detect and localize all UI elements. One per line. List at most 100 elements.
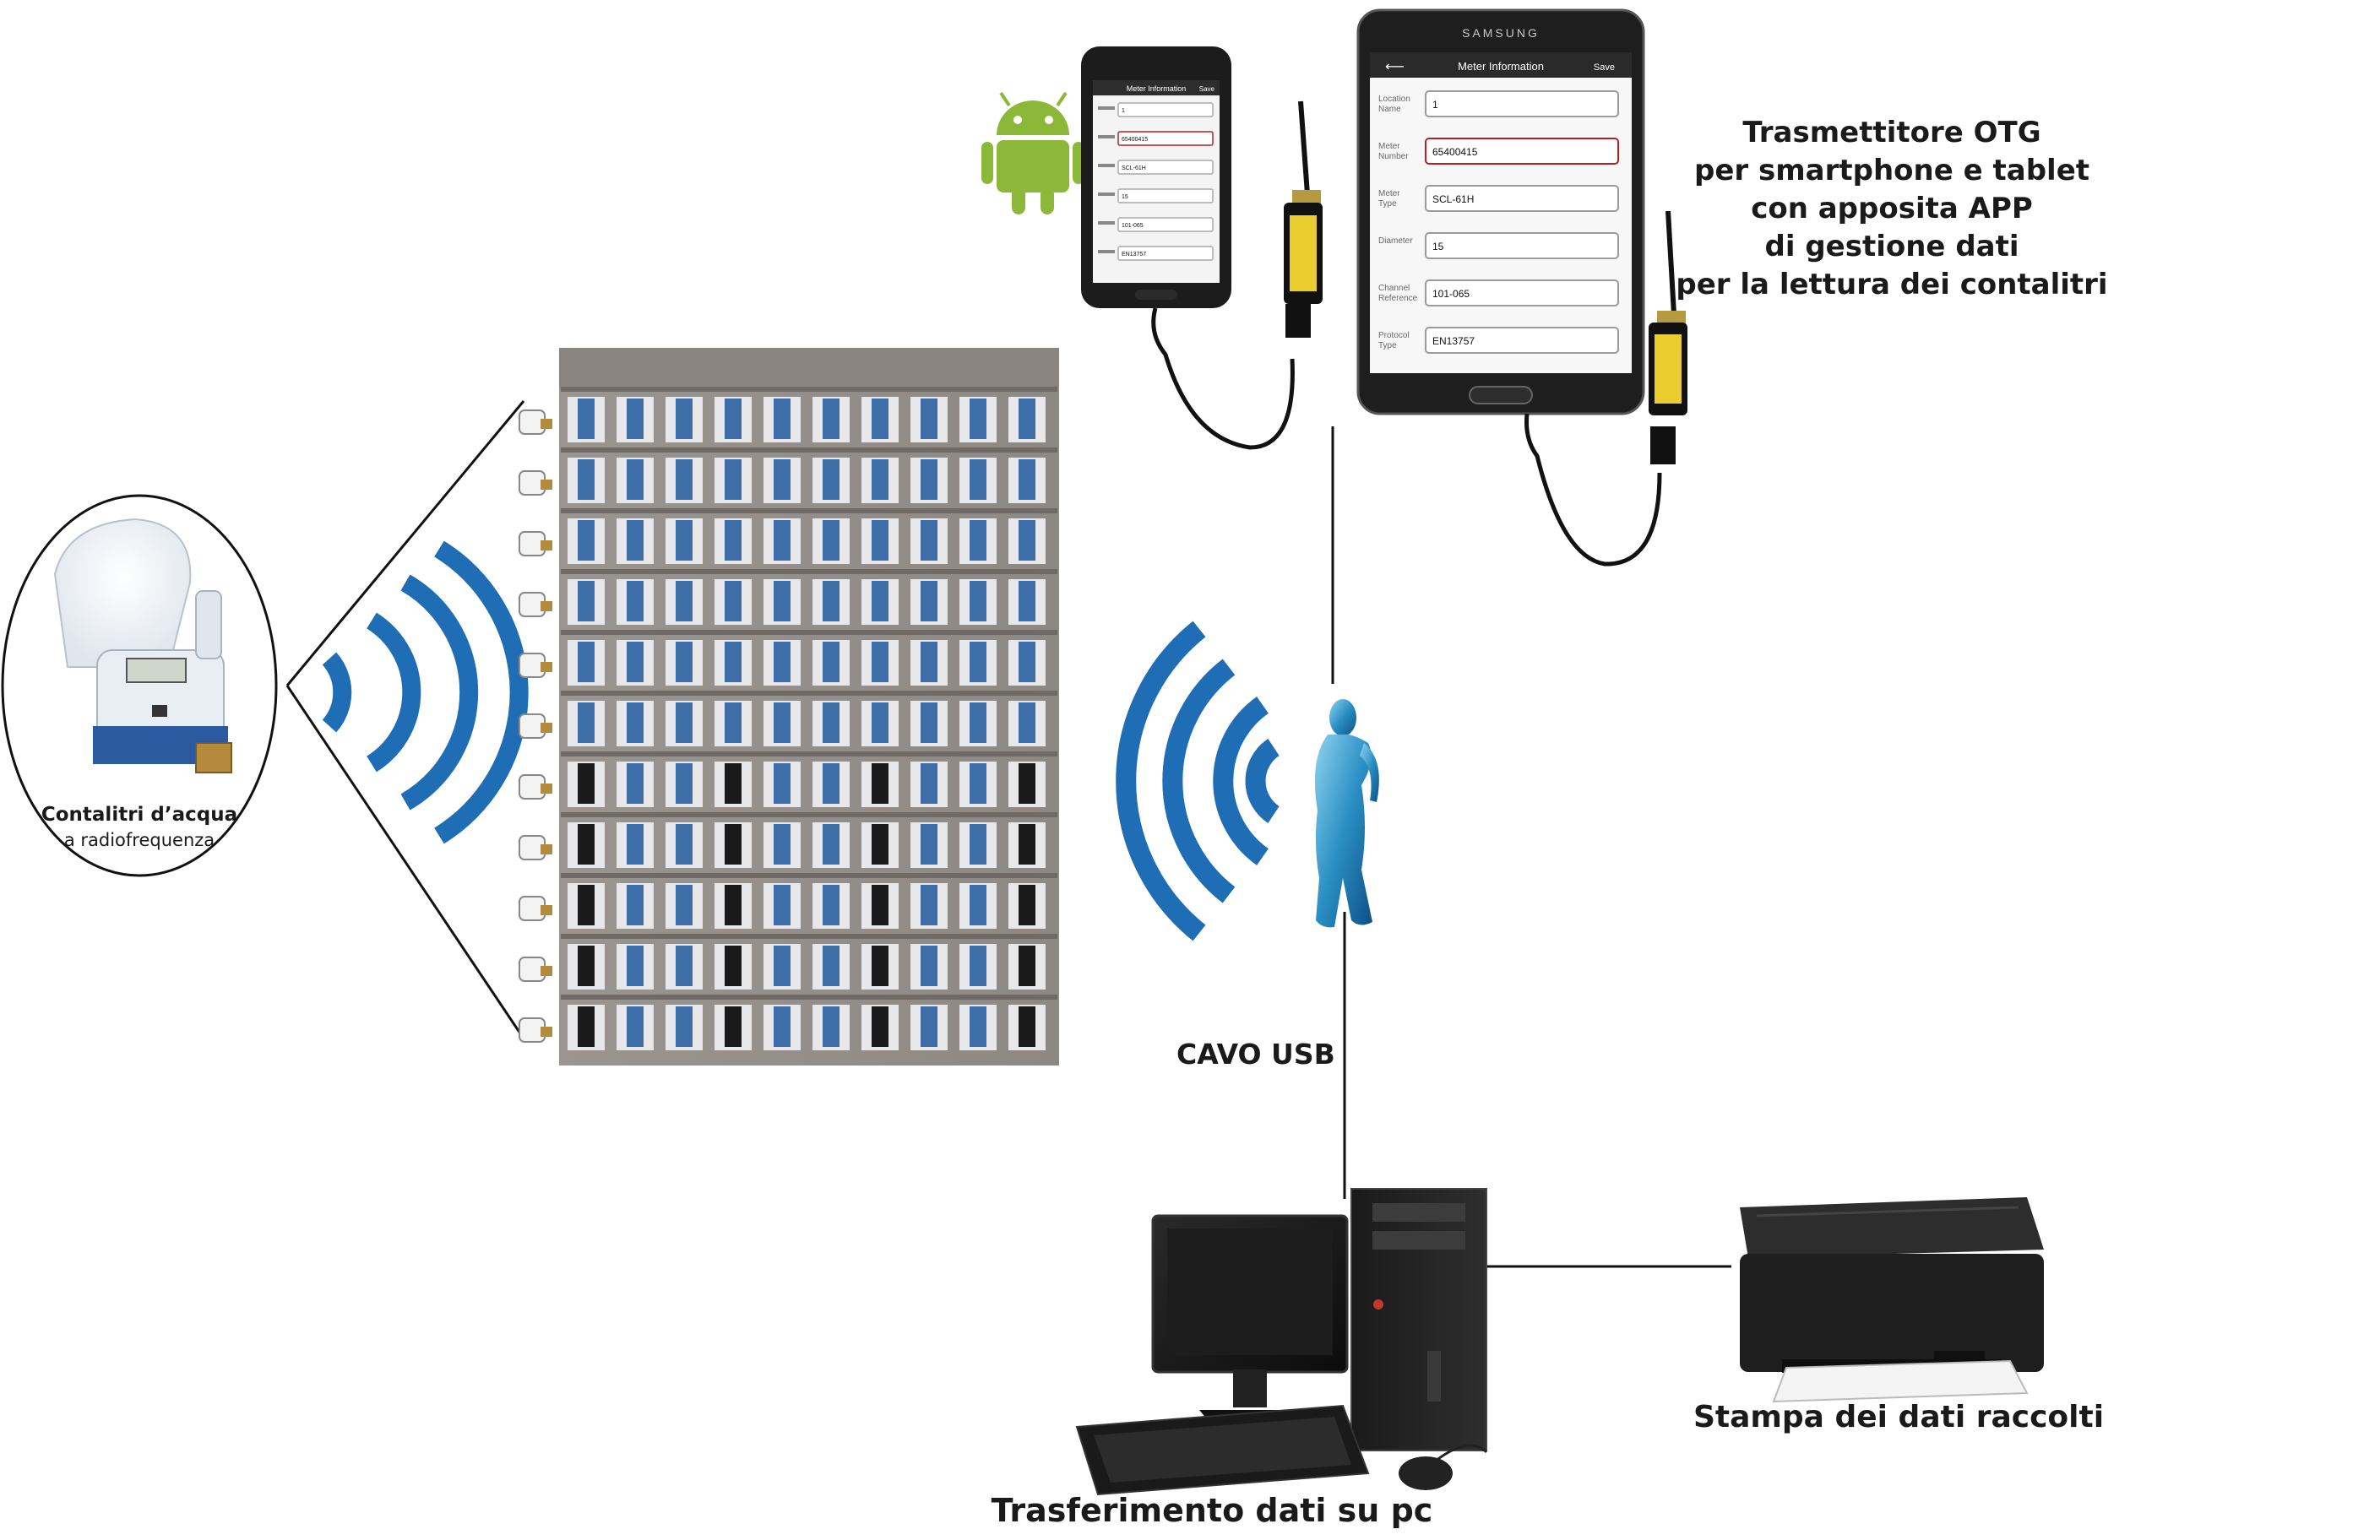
phone-field-value: 65400415: [1122, 137, 1148, 143]
building-window-glass: [627, 763, 644, 804]
building-window-glass: [578, 702, 595, 743]
phone-field-label: [1098, 250, 1115, 253]
building-window-glass: [1019, 399, 1035, 439]
building-window-glass: [921, 824, 937, 865]
phone-field-value: SCL-61H: [1122, 165, 1146, 171]
phone-field-input[interactable]: [1117, 246, 1214, 261]
building-floor-band: [561, 873, 1057, 878]
building-window-glass: [970, 642, 986, 682]
building-window-glass: [823, 520, 840, 561]
tablet-field-input[interactable]: [1425, 327, 1619, 354]
building-window-glass: [578, 885, 595, 925]
tablet-field-label: Type: [1378, 199, 1397, 209]
building-window-glass: [627, 1006, 644, 1047]
otg-description-line: Trasmettitore OTG: [1742, 116, 2040, 149]
tablet-field-value: 15: [1432, 241, 1444, 252]
building-window-glass: [872, 581, 888, 621]
building-window-glass: [774, 1006, 791, 1047]
phone-otg-cable: [1151, 307, 1295, 450]
building-floor-band: [561, 508, 1057, 513]
tablet-field-input[interactable]: [1425, 185, 1619, 212]
tablet-field-label: Location: [1378, 95, 1410, 104]
building-window-glass: [823, 946, 840, 986]
tablet-field-value: SCL-61H: [1432, 193, 1474, 205]
building-window-glass: [725, 702, 742, 743]
building-window-glass: [676, 1006, 693, 1047]
building-floor-band: [561, 387, 1057, 392]
phone-field-input[interactable]: [1117, 102, 1214, 117]
building-floor-band: [561, 569, 1057, 574]
building-window-glass: [970, 763, 986, 804]
phone-field-value: 101-065: [1122, 223, 1144, 229]
usb-dongle-icon: [1284, 100, 1323, 338]
building-window-glass: [774, 702, 791, 743]
building-floor-band: [561, 934, 1057, 939]
building-window-glass: [1019, 520, 1035, 561]
building-window-glass: [725, 763, 742, 804]
phone-screen-title: Meter Information: [1127, 84, 1187, 93]
wall-meter-fitting: [541, 844, 552, 854]
cone-line-top: [285, 400, 525, 686]
wall-meter-fitting: [541, 1027, 552, 1037]
building-window-glass: [676, 459, 693, 500]
person-icon: [1314, 699, 1379, 928]
building-window-glass: [970, 702, 986, 743]
building-window-glass: [774, 581, 791, 621]
tablet-image: SAMSUNG ⟵ Meter Information Save Locatio…: [1356, 8, 1645, 415]
tablet-field-input[interactable]: [1425, 279, 1619, 306]
tablet-otg-cable: [1524, 413, 1662, 567]
building-window-glass: [774, 885, 791, 925]
pc-transfer-label: Trasferimento dati su pc: [992, 1492, 1433, 1529]
tablet-field-input[interactable]: [1425, 90, 1619, 117]
building-floor-band: [561, 447, 1057, 453]
phone-field-input[interactable]: [1117, 217, 1214, 232]
building-window-glass: [872, 1006, 888, 1047]
phone-field-input[interactable]: [1117, 188, 1214, 203]
building-window-glass: [921, 581, 937, 621]
building-window-glass: [578, 824, 595, 865]
building-window-glass: [970, 581, 986, 621]
tablet-field-label: Type: [1378, 341, 1397, 350]
building-window-glass: [872, 885, 888, 925]
building-window-glass: [725, 399, 742, 439]
building-window-glass: [1019, 763, 1035, 804]
building-window-glass: [725, 581, 742, 621]
phone-field-input[interactable]: [1117, 131, 1214, 146]
building-window-glass: [970, 824, 986, 865]
building-window-glass: [1019, 702, 1035, 743]
building-window-glass: [627, 399, 644, 439]
labels: Contalitri d’acqua a radiofrequenza CAVO…: [41, 116, 2108, 1529]
tablet-field-value: 101-065: [1432, 288, 1470, 300]
building-window-glass: [676, 581, 693, 621]
building-window-glass: [1019, 885, 1035, 925]
building-window-glass: [921, 459, 937, 500]
building-window-glass: [627, 581, 644, 621]
building-window-glass: [578, 642, 595, 682]
building-window-glass: [823, 399, 840, 439]
tablet-field-input[interactable]: [1425, 232, 1619, 259]
wall-meter-fitting: [541, 723, 552, 733]
wall-meter-fitting: [541, 540, 552, 550]
building-window-glass: [774, 763, 791, 804]
building-window-glass: [970, 520, 986, 561]
phone-field-input[interactable]: [1117, 160, 1214, 175]
phone-field-value: EN13757: [1122, 252, 1146, 258]
print-label: Stampa dei dati raccolti: [1693, 1400, 2104, 1434]
building-window-glass: [578, 581, 595, 621]
wall-meter-fitting: [541, 966, 552, 976]
building-window-glass: [823, 763, 840, 804]
building-window-glass: [970, 946, 986, 986]
building-window-glass: [627, 642, 644, 682]
building-window-glass: [578, 459, 595, 500]
building-window-glass: [970, 459, 986, 500]
wifi-icon: [322, 540, 529, 844]
building-window-glass: [921, 399, 937, 439]
building-window-glass: [725, 885, 742, 925]
tablet-screen-save: Save: [1594, 62, 1615, 73]
building-window-glass: [872, 399, 888, 439]
building-window-glass: [725, 520, 742, 561]
phone-field-value: 15: [1122, 194, 1128, 200]
tablet-field-input[interactable]: [1425, 138, 1619, 165]
building-window-glass: [872, 459, 888, 500]
